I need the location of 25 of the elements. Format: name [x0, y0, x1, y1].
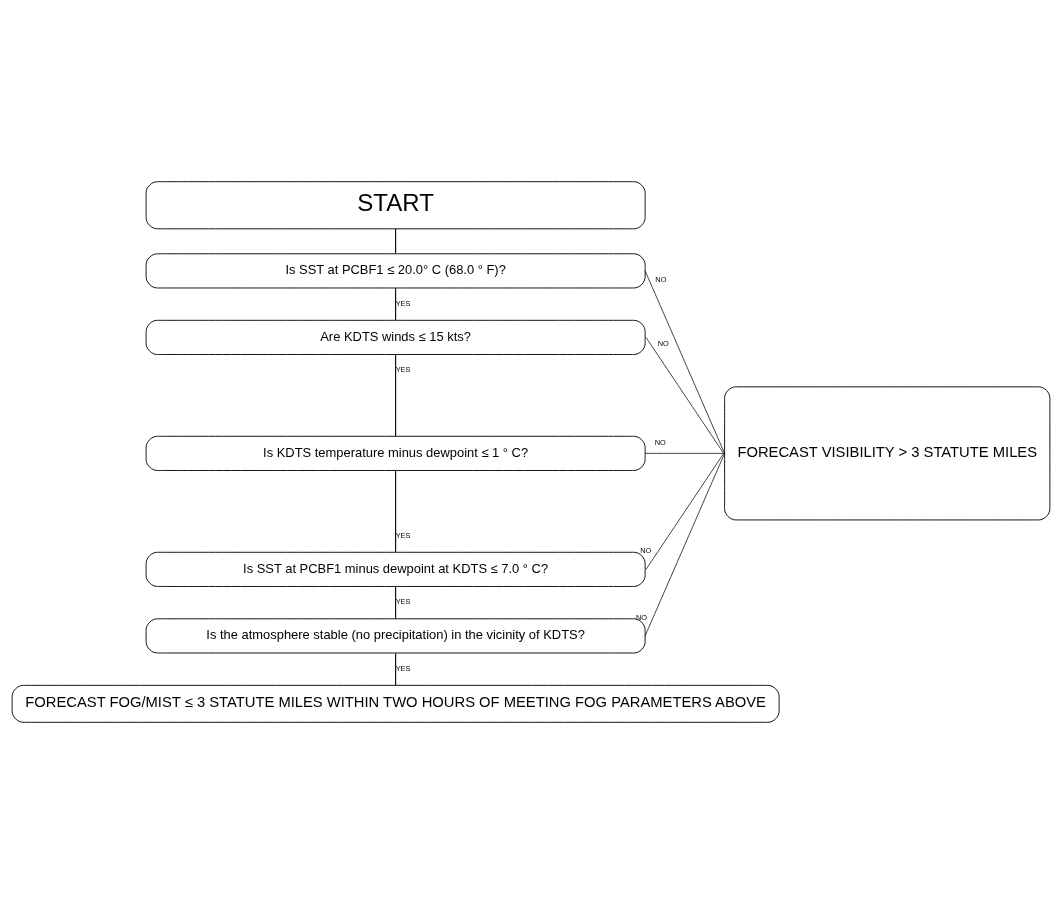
edge-label: YES [395, 365, 411, 375]
connector [645, 337, 725, 454]
edge-label: YES [395, 298, 411, 308]
connector [395, 652, 397, 686]
connector [395, 354, 397, 437]
connector [395, 470, 397, 553]
node-box: Is KDTS temperature minus dewpoint ≤ 1 ° C? [145, 435, 646, 471]
connector [644, 453, 725, 454]
edge-label: YES [395, 597, 411, 607]
edge-label: YES [395, 663, 411, 673]
node-box: Are KDTS winds ≤ 15 kts? [145, 319, 646, 355]
connector [395, 287, 397, 321]
node-box: FORECAST VISIBILITY > 3 STATUTE MILES [724, 386, 1051, 521]
connector [645, 453, 725, 570]
node-box: Is SST at PCBF1 ≤ 20.0° C (68.0 ° F)? [145, 253, 646, 289]
connector [395, 228, 397, 255]
edge-label: NO [655, 275, 667, 285]
edge-label: NO [654, 437, 666, 447]
edge-label: NO [657, 338, 669, 348]
connector [644, 270, 725, 454]
connector [395, 586, 397, 619]
edge-label: YES [395, 530, 411, 540]
connector [644, 453, 725, 637]
node-box: FORECAST FOG/MIST ≤ 3 STATUTE MILES WITHIN TWO HOURS OF MEETING FOG PARAMETERS ABOVE [11, 684, 780, 723]
node-box: START [145, 181, 646, 230]
